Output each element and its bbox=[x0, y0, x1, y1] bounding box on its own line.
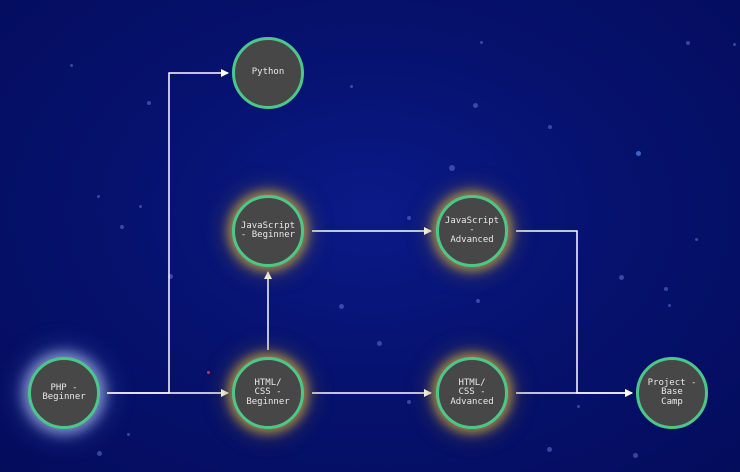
background-star bbox=[147, 101, 151, 105]
background-star bbox=[127, 433, 130, 436]
background-star bbox=[473, 103, 478, 108]
node-php-beginner[interactable]: PHP - Beginner bbox=[28, 357, 100, 429]
edge-php-to-python bbox=[107, 69, 229, 394]
background-star bbox=[97, 451, 102, 456]
node-project-base-camp[interactable]: Project - Base Camp bbox=[636, 357, 708, 429]
node-label: JavaScript - Advanced bbox=[444, 215, 500, 245]
background-star bbox=[619, 275, 624, 280]
node-label: Python bbox=[251, 67, 285, 78]
node-javascript-beginner[interactable]: JavaScript - Beginner bbox=[232, 195, 304, 267]
background-star bbox=[70, 64, 73, 67]
background-star bbox=[377, 341, 382, 346]
background-star bbox=[476, 299, 480, 303]
node-javascript-advanced[interactable]: JavaScript - Advanced bbox=[436, 195, 508, 267]
background-star bbox=[664, 287, 668, 291]
background-star bbox=[407, 400, 411, 404]
background-star bbox=[668, 304, 671, 307]
node-html-css-beginner[interactable]: HTML/ CSS - Beginner bbox=[232, 357, 304, 429]
background-star bbox=[733, 43, 736, 46]
background-star bbox=[339, 304, 344, 309]
background-star bbox=[480, 41, 483, 44]
background-star bbox=[686, 41, 690, 45]
background-star bbox=[139, 205, 142, 208]
background-star bbox=[407, 216, 411, 220]
background-star bbox=[547, 447, 552, 452]
background-star bbox=[449, 165, 455, 171]
node-label: HTML/ CSS - Advanced bbox=[450, 377, 494, 407]
background-star bbox=[207, 371, 210, 374]
background-star bbox=[695, 238, 698, 241]
background-star bbox=[548, 125, 552, 129]
node-html-css-advanced[interactable]: HTML/ CSS - Advanced bbox=[436, 357, 508, 429]
edge-js-advanced-to-project bbox=[516, 230, 633, 397]
background-star bbox=[350, 85, 353, 88]
background-star bbox=[120, 225, 124, 229]
background-star bbox=[636, 151, 641, 156]
node-label: Project - Base Camp bbox=[647, 377, 697, 407]
node-python[interactable]: Python bbox=[232, 37, 304, 109]
background-star bbox=[577, 405, 580, 408]
node-label: HTML/ CSS - Beginner bbox=[246, 377, 290, 407]
node-label: JavaScript - Beginner bbox=[240, 220, 296, 240]
background-star bbox=[97, 195, 100, 198]
background-star bbox=[168, 274, 173, 279]
node-label: PHP - Beginner bbox=[42, 382, 86, 402]
background-star bbox=[633, 453, 638, 458]
